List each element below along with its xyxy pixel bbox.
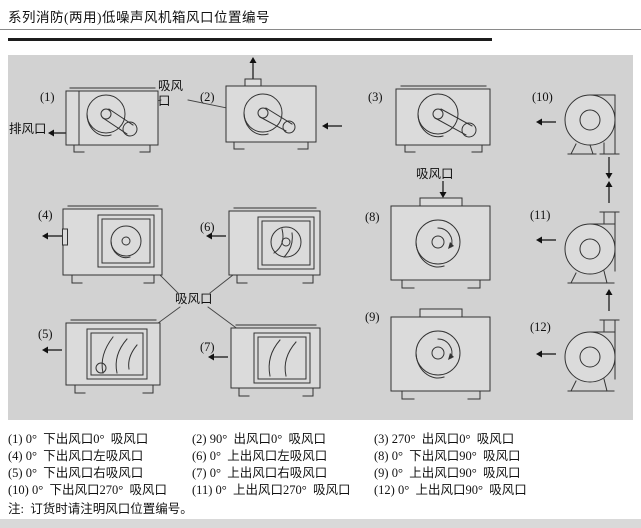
fig12-suction-arrow-left-icon (536, 349, 556, 359)
legend-entry: (12) 0° 上出风口90° 吸风口 (374, 483, 527, 497)
fig12-outlet-arrow-up-icon (604, 289, 614, 311)
fig8-suction-arrow-down-icon (438, 181, 448, 198)
figure-3-number: (3) (368, 90, 383, 104)
fan-box-top-duct-view (390, 197, 491, 289)
fig2-outlet-arrow-up-icon (248, 57, 258, 79)
figure-10 (556, 80, 633, 165)
fig10-outlet-arrow-down-icon (604, 157, 614, 179)
label-exhaust-port: 排风口 (9, 122, 47, 136)
figure-8 (390, 196, 492, 296)
fan-box-side-view (395, 85, 491, 153)
legend-entry: (8) 0° 下出风口90° 吸风口 (374, 449, 521, 463)
figure-7-number: (7) (200, 340, 215, 354)
legend-entry: (3) 270° 出风口0° 吸风口 (374, 432, 515, 446)
figure-6-number: (6) (200, 220, 215, 234)
fig10-suction-arrow-left-icon (536, 117, 556, 127)
figure-9-number: (9) (365, 310, 380, 324)
fan-box-side-view (65, 87, 159, 153)
fan-box-top-duct-view (390, 308, 491, 400)
fig11-suction-arrow-left-icon (536, 235, 556, 245)
fig6-outlet-arrow-left-icon (206, 231, 226, 241)
legend-entry: (10) 0° 下出风口270° 吸风口 (8, 483, 167, 497)
fig4-outlet-arrow-left-icon (42, 231, 62, 241)
figure-5-number: (5) (38, 327, 53, 341)
diagram-panel: 排风口 吸风口 吸风口 吸风口 (1) (2) (3) (10) (4) (6)… (8, 55, 633, 420)
figure-5 (65, 317, 162, 401)
label-suction-port-top: 吸风口 (158, 79, 184, 108)
figure-11-number: (11) (530, 208, 551, 222)
figure-6 (228, 205, 322, 291)
figure-8-number: (8) (365, 210, 380, 224)
figure-1-number: (1) (40, 90, 55, 104)
figure-3 (395, 83, 492, 155)
figure-4-number: (4) (38, 208, 53, 222)
legend-entry: (5) 0° 下出风口右吸风口 (8, 466, 144, 480)
fig7-outlet-arrow-left-icon (208, 352, 228, 362)
title-rule-thin (0, 29, 641, 30)
figure-12 (556, 313, 633, 398)
legend-row: (5) 0° 下出风口右吸风口 (7) 0° 上出风口右吸风口 (9) 0° 上… (8, 462, 633, 480)
fan-box-panel-view (228, 207, 321, 284)
figure-1 (65, 85, 160, 155)
legend-row: (1) 0° 下出风口0° 吸风口 (2) 90° 出风口0° 吸风口 (3) … (8, 428, 633, 446)
legend-entry: (11) 0° 上出风口270° 吸风口 (192, 483, 351, 497)
legend-entry: (2) 90° 出风口0° 吸风口 (192, 432, 326, 446)
legend-entry: (1) 0° 下出风口0° 吸风口 (8, 432, 149, 446)
fan-box-louver-view (65, 319, 161, 394)
figure-4 (62, 203, 164, 291)
title-rule-thick (8, 38, 492, 41)
figure-7 (230, 322, 322, 402)
figure-10-number: (10) (532, 90, 553, 104)
legend-entry: (4) 0° 下出风口左吸风口 (8, 449, 144, 463)
label-suction-port-mid: 吸风口 (416, 167, 454, 181)
legend-entry: (6) 0° 上出风口左吸风口 (192, 449, 328, 463)
fig11-outlet-arrow-up-icon (604, 181, 614, 203)
fan-box-louver-view (230, 324, 321, 397)
figure-11 (556, 205, 633, 290)
figure-2 (225, 77, 317, 155)
fan-volute-view (564, 211, 620, 284)
fig5-outlet-arrow-left-icon (42, 345, 62, 355)
label-suction-port-center: 吸风口 (175, 292, 213, 306)
fan-box-panel-view (62, 205, 163, 284)
fan-volute-view (564, 94, 620, 155)
page-title: 系列消防(两用)低噪声风机箱风口位置编号 (8, 10, 270, 25)
figure-2-number: (2) (200, 90, 215, 104)
fan-volute-view (564, 319, 620, 392)
order-note: 注: 订货时请注明风口位置编号。 (8, 502, 193, 516)
fan-box-side-view (225, 78, 317, 150)
figure-12-number: (12) (530, 320, 551, 334)
legend-entry: (7) 0° 上出风口右吸风口 (192, 466, 328, 480)
row1-mid-arrow-left-icon (322, 121, 342, 131)
legend-row: (4) 0° 下出风口左吸风口 (6) 0° 上出风口左吸风口 (8) 0° 下… (8, 445, 633, 463)
legend: (1) 0° 下出风口0° 吸风口 (2) 90° 出风口0° 吸风口 (3) … (8, 428, 633, 497)
figure-9 (390, 307, 492, 407)
legend-entry: (9) 0° 上出风口90° 吸风口 (374, 466, 521, 480)
footer-bar (0, 519, 641, 528)
legend-row: (10) 0° 下出风口270° 吸风口 (11) 0° 上出风口270° 吸风… (8, 479, 633, 497)
